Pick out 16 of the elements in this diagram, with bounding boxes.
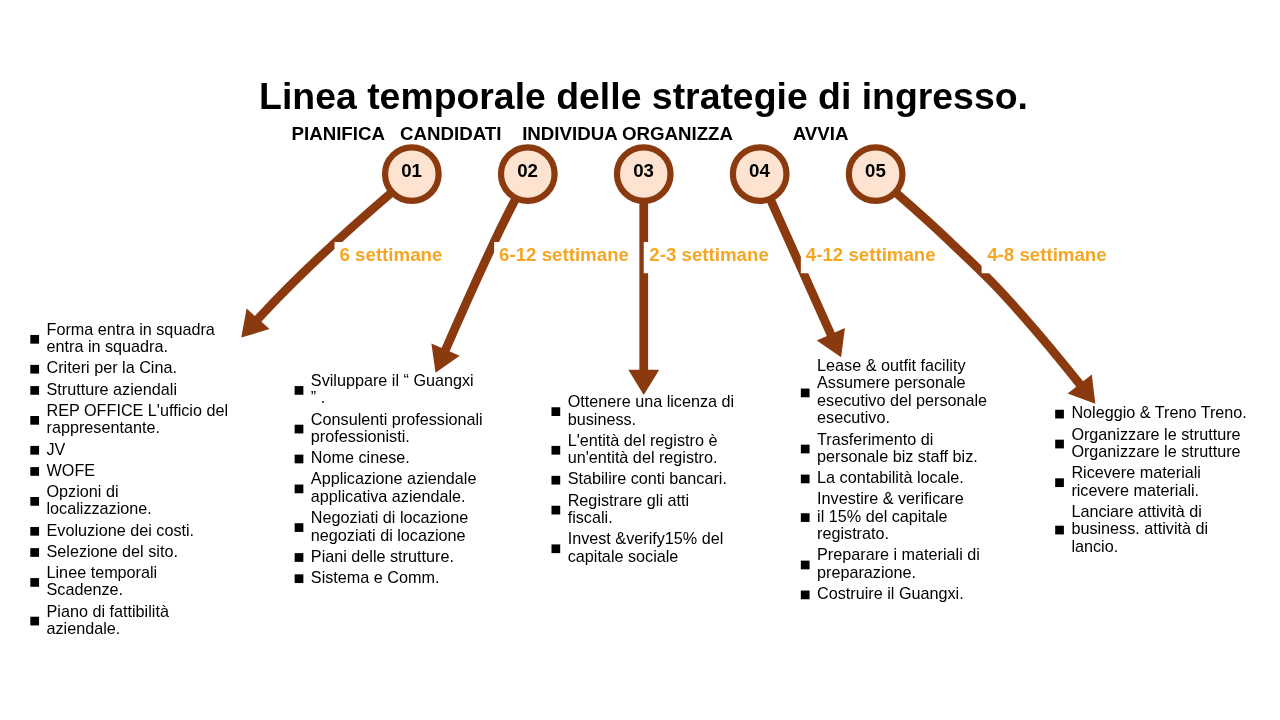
edge-label: 2-3 settimane: [649, 243, 769, 265]
node-text: Sviluppare il “ Guangxi ” . Consulenti professionali professionisti. Nome cinese. Applicazione aziendale applicativa aziendale. Negoziati di locazione negoziati di locazione Piani delle strutture. Sistema e Comm.: [310, 370, 483, 586]
node-text: Forma entra in squadra entra in squadra. Criteri per la Cina. Strutture aziendali REP OFFICE L'ufficio del rappresentante. JV WOFE Opzioni di localizzazione. Evoluzione dei costi. Selezione del sito. Linee temporali Scadenze. Piano di fattibilità aziendale.: [46, 319, 229, 637]
diagram-title: Linea temporale delle strategie di ingresso.: [259, 74, 1028, 117]
node-label: INDIVIDUA: [522, 122, 618, 144]
node-text: Lease & outfit facility Assumere personale esecutivo del personale esecutivo. Trasferimento di personale biz staff biz. La contabilità locale. Investire & verificare il 15% del capitale registrato. Preparare i materiali di preparazione. Costruire il Guangxi.: [817, 355, 988, 602]
node-label: AVVIA: [792, 122, 849, 144]
node-text: Noleggio & Treno Treno. Organizzare le strutture Organizzare le strutture Ricevere materiali ricevere materiali. Lanciare attività di business. attività di lancio.: [1071, 402, 1247, 555]
node-label: ORGANIZZA: [621, 122, 733, 144]
node-label: PIANIFICA: [291, 122, 385, 144]
node-text: Ottenere una licenza di business. L'entità del registro è un'entità del registro. Stabilire conti bancari. Registrare gli atti fiscali. Invest &verify15% del capitale sociale: [567, 391, 735, 565]
node-label: CANDIDATI: [399, 122, 502, 144]
edge-label: 4-8 settimane: [987, 243, 1107, 265]
edge-label: 6 settimane: [339, 243, 443, 265]
edge-label: 4-12 settimane: [805, 243, 936, 265]
edge-label: 6-12 settimane: [499, 243, 629, 265]
